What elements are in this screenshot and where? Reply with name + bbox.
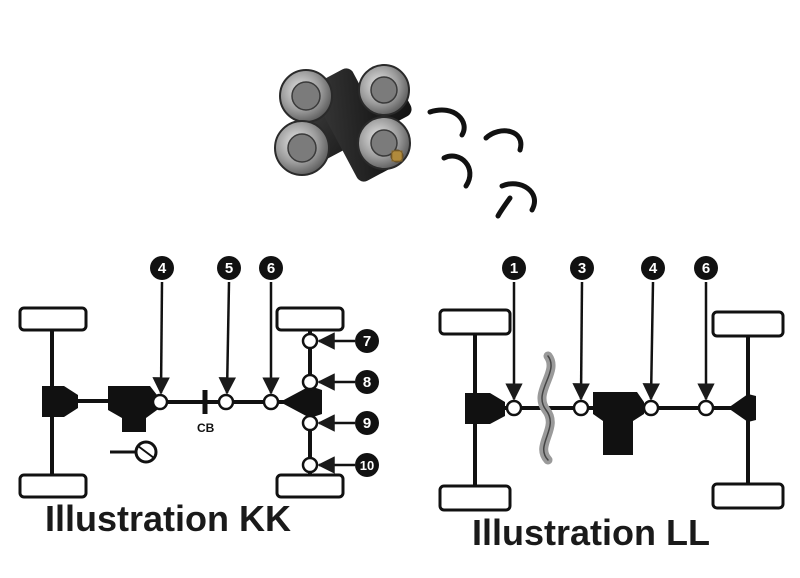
wheel (18, 306, 88, 332)
center-bearing-label: CB (197, 421, 215, 435)
retaining-clip-icon (441, 153, 473, 189)
svg-text:8: 8 (363, 374, 371, 391)
retaining-clip-icon (483, 128, 524, 153)
callout-badge-6: 6 (259, 256, 283, 280)
front-differential (465, 393, 505, 424)
wheel (438, 308, 512, 336)
illustration-ll: 1 3 4 6 Illustration LL (438, 256, 785, 553)
joint-3 (572, 399, 590, 417)
svg-text:1: 1 (510, 260, 518, 277)
illustration-kk: CB 4 5 6 (18, 256, 379, 539)
callout-badge-5: 5 (217, 256, 241, 280)
joint-7 (301, 332, 319, 350)
svg-text:5: 5 (225, 260, 233, 277)
wheel (275, 473, 345, 499)
joint-4 (642, 399, 660, 417)
illustration-ll-caption: Illustration LL (472, 512, 710, 553)
callout-badge-4: 4 (641, 256, 665, 280)
wheel (275, 306, 345, 332)
joint-10 (301, 456, 319, 474)
illustration-kk-caption: Illustration KK (45, 498, 291, 539)
svg-text:10: 10 (360, 458, 374, 473)
joint-5 (217, 393, 235, 411)
svg-text:9: 9 (363, 415, 371, 432)
joint-8 (301, 373, 319, 391)
svg-text:7: 7 (363, 333, 371, 350)
callout-badge-6: 6 (694, 256, 718, 280)
wheel (711, 310, 785, 338)
wheel (18, 473, 88, 499)
front-differential (42, 386, 78, 417)
transfer-case (108, 386, 157, 432)
retaining-clips (427, 107, 537, 219)
wheel (438, 484, 512, 512)
joint-6 (262, 393, 280, 411)
wheel (711, 482, 785, 510)
svg-text:6: 6 (267, 260, 275, 277)
transfer-case (593, 392, 644, 455)
callout-badge-3: 3 (570, 256, 594, 280)
callout-badge-9: 9 (355, 411, 379, 435)
svg-text:3: 3 (578, 260, 586, 277)
rear-differential (728, 394, 756, 422)
svg-text:4: 4 (649, 260, 658, 277)
callout-badge-10: 10 (355, 453, 379, 477)
svg-text:4: 4 (158, 260, 167, 277)
callout-badge-7: 7 (355, 329, 379, 353)
retaining-clip-icon (495, 181, 537, 219)
universal-joint-icon (274, 64, 412, 182)
svg-text:6: 6 (702, 260, 710, 277)
retaining-clip-icon (427, 107, 467, 138)
joint-4 (151, 393, 169, 411)
callout-badge-4: 4 (150, 256, 174, 280)
callout-badge-8: 8 (355, 370, 379, 394)
callout-badge-1: 1 (502, 256, 526, 280)
joint-9 (301, 414, 319, 432)
joint-6 (697, 399, 715, 417)
joint-1 (505, 399, 523, 417)
rear-differential (280, 386, 322, 418)
